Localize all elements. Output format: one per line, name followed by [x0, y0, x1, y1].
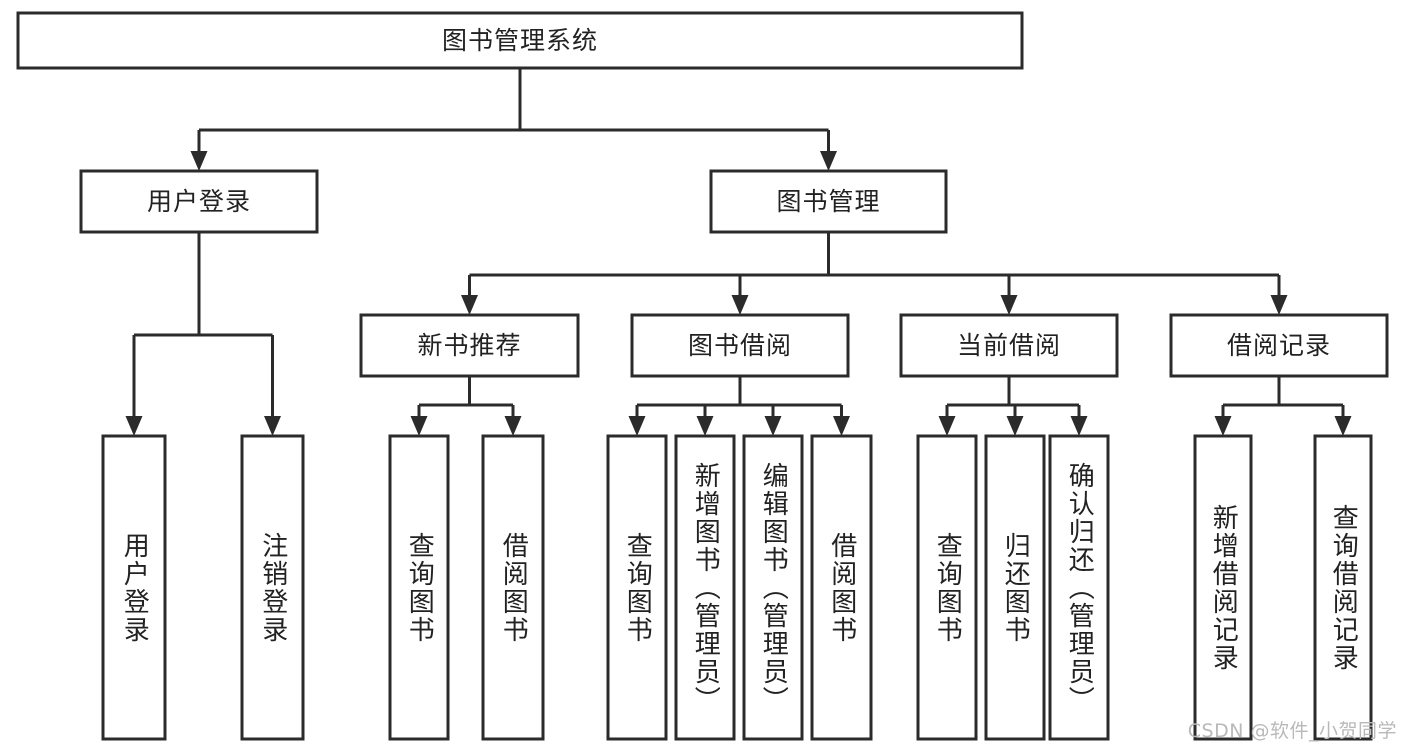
connector-arrowhead: [1000, 295, 1018, 315]
node-box-l3_4[interactable]: [1169, 313, 1389, 378]
node-box-leaf_2[interactable]: [240, 434, 305, 741]
connector-arrowhead: [1214, 416, 1232, 436]
connector-arrowhead: [696, 416, 714, 436]
connector-arrowhead: [264, 416, 281, 436]
node-box-l3_1[interactable]: [359, 313, 580, 378]
node-box-leaf_10[interactable]: [984, 434, 1046, 741]
connector-arrowhead: [125, 416, 143, 436]
connector-group: [125, 68, 1352, 436]
csdn-watermark: CSDN @软件_小贺同学: [1187, 720, 1397, 742]
connector-arrowhead: [731, 295, 749, 315]
connector-arrowhead: [628, 416, 646, 436]
node-box-leaf_12[interactable]: [1193, 434, 1253, 741]
connector-arrowhead: [764, 416, 782, 436]
node-box-leaf_5[interactable]: [606, 434, 668, 741]
node-box-l3_2[interactable]: [630, 313, 850, 378]
node-box-leaf_6[interactable]: [674, 434, 736, 741]
node-box-leaf_13[interactable]: [1313, 434, 1373, 741]
connector-arrowhead: [820, 151, 837, 171]
connector-arrowhead: [504, 416, 522, 436]
node-box-leaf_1[interactable]: [101, 434, 167, 741]
connector-arrowhead: [461, 295, 478, 315]
node-box-leaf_9[interactable]: [916, 434, 978, 741]
connector-arrowhead: [938, 416, 956, 436]
node-box-leaf_4[interactable]: [481, 434, 545, 741]
node-box-l2_2[interactable]: [709, 169, 948, 234]
connector-arrowhead: [1334, 416, 1352, 436]
connector-arrowhead: [1270, 295, 1288, 315]
connector-arrowhead: [410, 416, 428, 436]
connector-arrowhead: [1006, 416, 1024, 436]
node-box-leaf_3[interactable]: [388, 434, 450, 741]
node-box-leaf_11[interactable]: [1048, 434, 1110, 741]
node-box-l3_3[interactable]: [899, 313, 1119, 378]
connector-arrowhead: [190, 151, 208, 171]
connector-arrowhead: [833, 416, 850, 436]
node-box-root[interactable]: [16, 11, 1024, 70]
connector-arrowhead: [1070, 416, 1088, 436]
node-box-l2_1[interactable]: [79, 169, 319, 234]
node-box-leaf_7[interactable]: [742, 434, 804, 741]
node-box-group: [16, 11, 1389, 741]
node-box-leaf_8[interactable]: [810, 434, 873, 741]
